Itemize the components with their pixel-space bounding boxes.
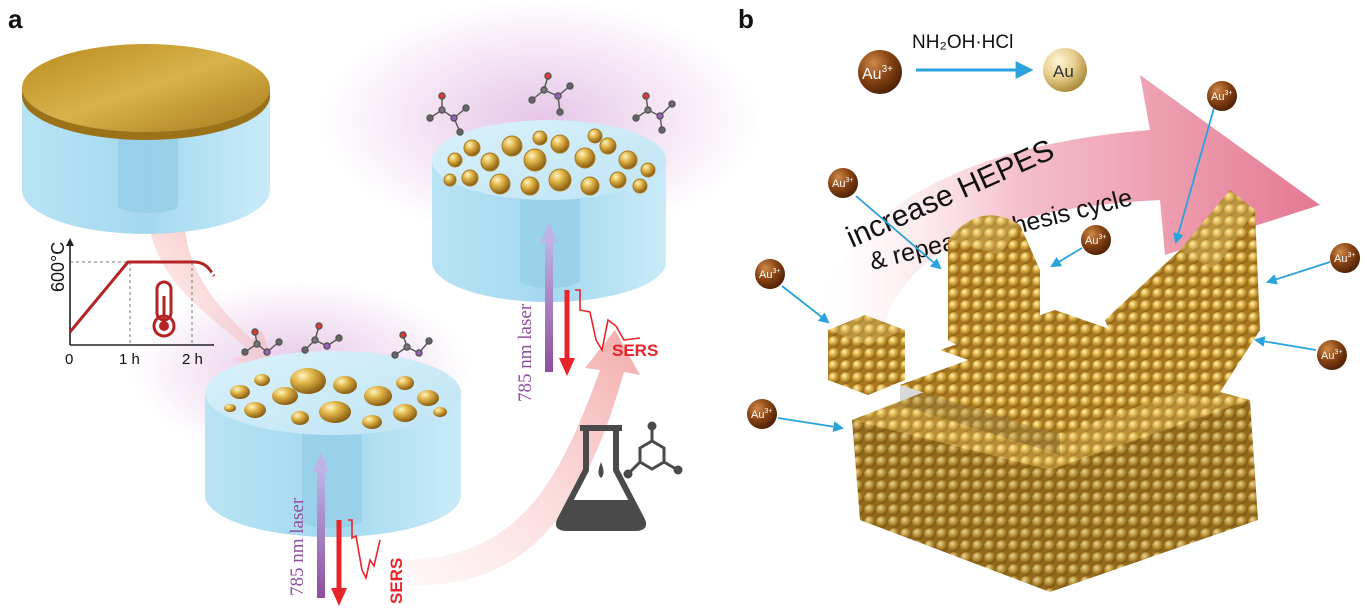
gold-nanocrystal	[828, 190, 1260, 592]
svg-text:Au3+: Au3+	[759, 268, 780, 281]
gold-nanoparticles	[224, 368, 447, 429]
sers-label-middle: SERS	[387, 558, 406, 604]
flask-icon	[555, 425, 647, 531]
flow-arrow-up	[400, 330, 640, 586]
au3-ion-1: Au3+	[828, 168, 942, 270]
au3-ion-3: Au3+	[1050, 225, 1111, 268]
flow-arrow-down	[150, 230, 275, 368]
svg-text:Au3+: Au3+	[1334, 252, 1355, 265]
laser-label-top: 785 nm laser	[515, 303, 536, 402]
svg-text:Au3+: Au3+	[751, 408, 772, 421]
svg-text:Au3+: Au3+	[832, 177, 853, 190]
au3-ions: Au3+ Au3+ Au3+ Au3+ Au3+	[747, 81, 1360, 433]
sers-spectrum-middle	[348, 519, 381, 581]
graph-x-tick-1: 1 h	[119, 351, 140, 368]
temperature-profile-line	[68, 260, 212, 333]
molecule-structure-icon	[623, 421, 683, 479]
graph-x-tick-0: 0	[65, 351, 73, 368]
svg-text:Au3+: Au3+	[1321, 349, 1342, 362]
panel-a-letter: a	[8, 4, 23, 34]
graph-x-tick-2: 2 h	[182, 351, 203, 368]
laser-sers-middle: 785 nm laser SERS	[287, 452, 406, 606]
au3-ion-2: Au3+	[1173, 81, 1237, 245]
thermometer-icon	[152, 280, 176, 338]
molecules-middle	[241, 322, 433, 359]
reactant-symbol: Au3+	[862, 64, 893, 83]
laser-label-middle: 785 nm laser	[287, 497, 308, 596]
au3-ion-4: Au3+	[1265, 243, 1360, 285]
panel-b: b Au3+ NH₂OH·HCl Au increase HEPES & rep…	[738, 4, 1360, 592]
svg-text:Au3+: Au3+	[1085, 234, 1106, 247]
sers-label-top: SERS	[612, 341, 658, 360]
au3-ion-5: Au3+	[1253, 336, 1347, 370]
reagent-label: NH₂OH·HCl	[912, 32, 1013, 53]
panel-b-letter: b	[738, 4, 754, 34]
substrate-gold-film	[22, 44, 270, 234]
au3-ion-reactant	[858, 50, 902, 94]
svg-text:Au3+: Au3+	[1211, 90, 1232, 103]
molecules-top	[426, 72, 676, 136]
big-curved-arrow	[815, 75, 1320, 390]
gold-nanostars	[443, 128, 656, 196]
au3-ion-6: Au3+	[755, 259, 830, 324]
sers-spectrum-top	[575, 289, 641, 353]
annealing-graph: 600°C 0 1 h 2 h	[48, 238, 216, 368]
panel-a: a 600°C 0 1 h 2 h	[8, 0, 760, 606]
graph-y-label: 600°C	[48, 242, 68, 292]
reaction-scheme: Au3+ NH₂OH·HCl Au	[858, 32, 1087, 94]
laser-sers-top: 785 nm laser SERS	[515, 222, 658, 402]
product-symbol: Au	[1053, 62, 1074, 81]
au3-ion-7: Au3+	[747, 399, 845, 433]
substrate-annealed-nanoparticles	[205, 351, 461, 537]
au-atom-product	[1043, 48, 1087, 92]
